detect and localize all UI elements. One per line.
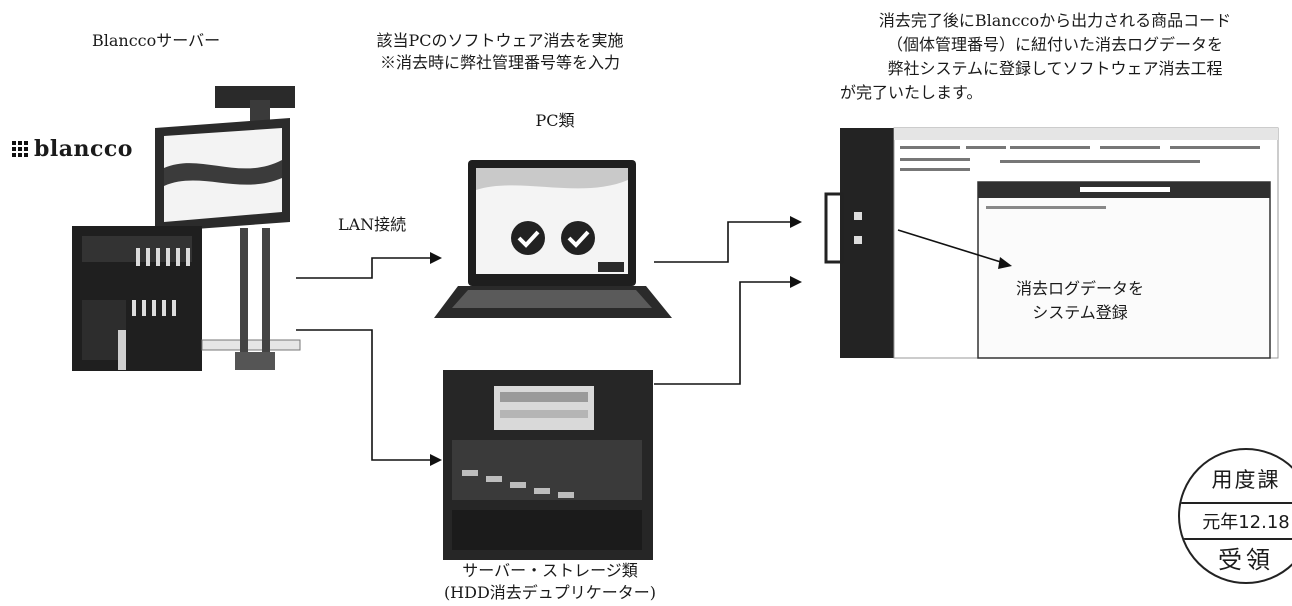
logo-text: blancco xyxy=(34,136,133,162)
pc-label: PC類 xyxy=(535,111,575,130)
storage-label-line1: サーバー・ストレージ類 xyxy=(462,561,638,580)
connector-lines xyxy=(296,221,1005,461)
hdd-duplicator-icon xyxy=(443,370,653,560)
system-note-line1: 消去ログデータを xyxy=(1015,279,1144,298)
server-title: Blanccoサーバー xyxy=(92,31,221,50)
arrow-to-storage xyxy=(296,329,430,461)
laptop-icon xyxy=(434,160,672,318)
receipt-stamp: 用度課 元年12.18 受領 xyxy=(1178,448,1292,584)
arrow-heads xyxy=(430,216,1012,466)
blancco-logo: blancco xyxy=(12,136,133,162)
stamp-line1: 用度課 xyxy=(1211,468,1281,492)
blancco-logo-icon xyxy=(12,141,28,157)
lan-label: LAN接続 xyxy=(338,215,407,234)
server-rack-icon xyxy=(72,86,301,371)
right-heading-line1: 消去完了後にBlanccoから出力される商品コード xyxy=(878,11,1232,30)
system-note-line2: システム登録 xyxy=(1032,303,1128,322)
lan-arrow-to-pc xyxy=(296,257,430,279)
right-heading-line4: が完了いたします。 xyxy=(840,83,983,102)
system-screen-icon xyxy=(824,127,1279,359)
center-heading-line1: 該当PCのソフトウェア消去を実施 xyxy=(376,31,624,50)
storage-label-line2: (HDD消去デュプリケーター) xyxy=(443,583,657,602)
arrow-to-log-note xyxy=(897,229,1005,264)
stamp-line2: 元年12.18 xyxy=(1180,502,1292,540)
right-heading-line3: 弊社システムに登録してソフトウェア消去工程 xyxy=(887,59,1223,78)
arrow-storage-to-system xyxy=(654,281,790,385)
right-heading-line2: （個体管理番号）に紐付いた消去ログデータを xyxy=(886,35,1223,54)
arrow-pc-to-system xyxy=(654,221,790,263)
stamp-line3: 受領 xyxy=(1218,546,1274,574)
center-heading-line2: ※消去時に弊社管理番号等を入力 xyxy=(379,53,620,72)
